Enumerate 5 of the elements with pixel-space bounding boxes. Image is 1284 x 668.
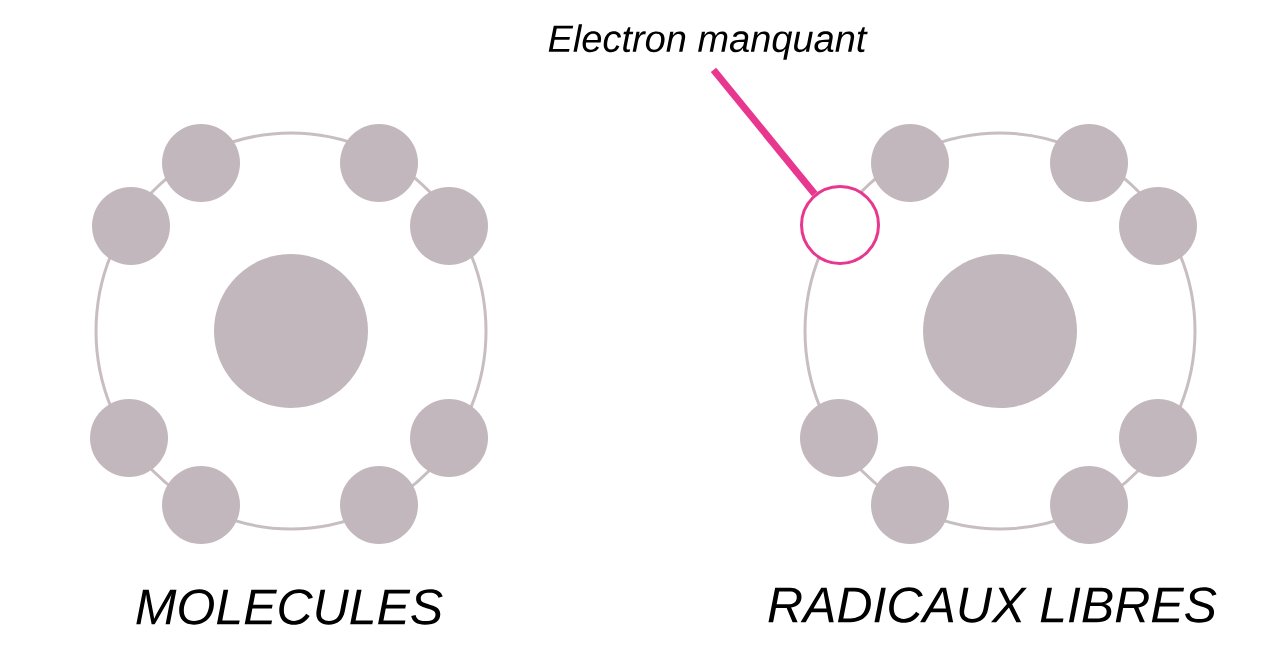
leader-line <box>710 67 818 197</box>
caption-label: RADICAUX LIBRES <box>768 587 1217 623</box>
caption-label: MOLECULES <box>136 589 443 625</box>
callout-text: Electron manquant <box>548 24 868 60</box>
empty-electron <box>800 185 880 265</box>
